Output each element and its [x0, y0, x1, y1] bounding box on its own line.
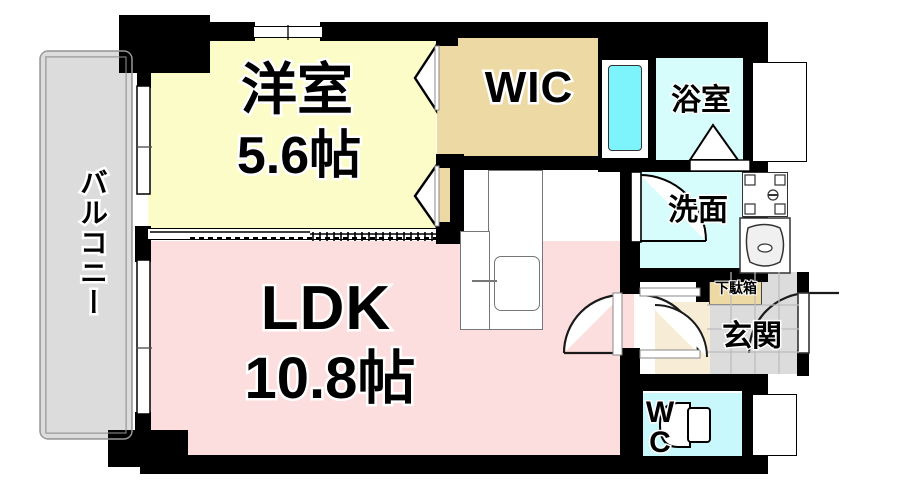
label-washroom: 洗面 [667, 194, 730, 227]
bathtub-basin [608, 65, 642, 151]
wall-genkan-bottom [640, 374, 768, 391]
kitchen-sink [494, 256, 540, 311]
wall-bath-tub-divider [649, 58, 656, 160]
label-bedroom-name: 洋室 [239, 58, 356, 121]
wall-wic-bottom [458, 156, 615, 170]
washing-machine-pan [742, 172, 788, 217]
room-fill-wic [458, 36, 598, 156]
wall-top-bedroom-left [205, 22, 255, 41]
label-wic: WIC [482, 63, 575, 112]
wall-genkan-right-upper [797, 272, 809, 294]
sliding-door-track [148, 228, 436, 240]
label-genkan: 玄関 [721, 320, 784, 353]
label-bedroom-size: 5.6帖 [234, 127, 363, 185]
label-bathroom: 浴室 [670, 84, 733, 117]
label-toilet-w: W [644, 396, 675, 429]
label-balcony: バルコニー [75, 166, 111, 321]
label-toilet-c: C [648, 426, 673, 459]
label-shoe-cabinet: 下駄箱 [714, 280, 758, 296]
wall-toilet-bottom [627, 456, 768, 474]
label-ldk-size: 10.8帖 [242, 346, 418, 411]
wall-ldk-right-upper [620, 168, 640, 272]
wall-ldk-right-door-jamb-bot [620, 348, 640, 372]
wall-top-wic [440, 22, 615, 38]
wall-top-bedroom-right [320, 22, 440, 41]
pipe-shaft-top-right [752, 62, 807, 162]
wall-wic-left-vertical [450, 156, 464, 244]
genkan-step [655, 302, 710, 374]
wall-genkan-right-lower [797, 350, 809, 376]
wall-ldk-bottom [140, 455, 640, 474]
label-ldk-name: LDK [258, 274, 392, 343]
wall-left-vertical-upper [137, 62, 151, 88]
wall-toilet-left [627, 388, 643, 468]
wall-left-mullion-mid [135, 226, 151, 262]
pipe-shaft-bottom-right [752, 394, 797, 456]
wall-left-vertical-lower [135, 412, 151, 436]
wall-top-right-strip [598, 22, 768, 58]
wall-genkan-left [696, 272, 709, 302]
closet-bedroom-fill [437, 46, 460, 156]
room-fill-ldk [140, 241, 634, 467]
wall-ldk-right-door-jamb-top [620, 272, 640, 294]
wall-top-left-block [119, 15, 210, 73]
window-bedroom-top [253, 26, 323, 38]
kitchen-side-counter [460, 231, 490, 330]
